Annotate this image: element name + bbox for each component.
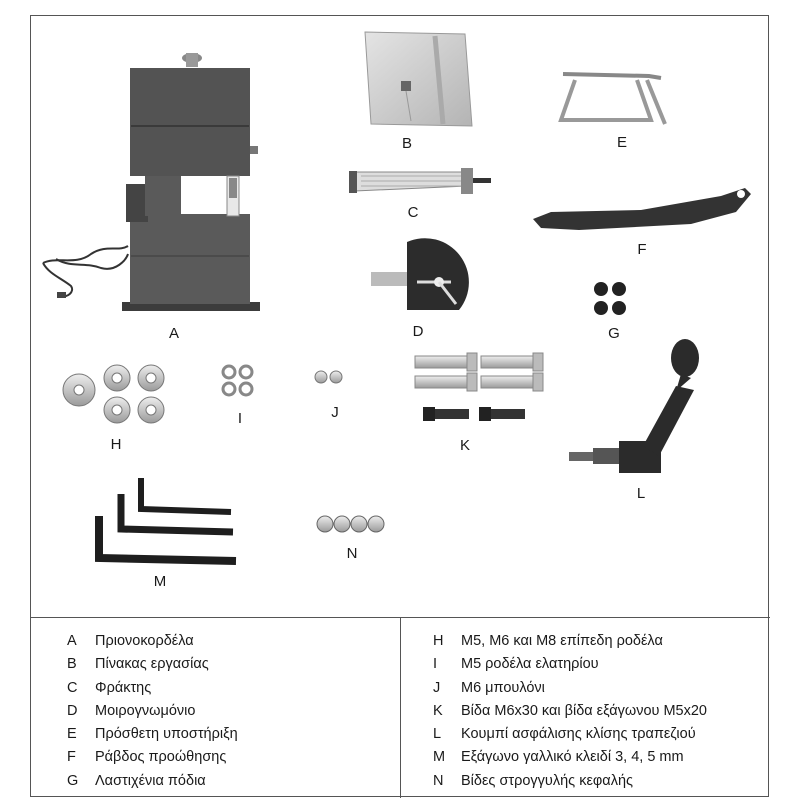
m6-bolt-parts <box>314 370 343 384</box>
label-i: I <box>237 410 243 427</box>
legend-divider <box>400 618 401 798</box>
label-d: D <box>412 323 424 340</box>
parts-illustration <box>42 31 751 565</box>
label-h: H <box>110 436 122 453</box>
parts-figure: A B C D E F G H I J K L M N <box>31 16 770 617</box>
label-l: L <box>636 485 646 502</box>
push-stick <box>533 188 751 230</box>
fence <box>349 168 491 194</box>
label-j: J <box>331 404 339 421</box>
tilt-lock-knob <box>569 339 699 473</box>
label-b: B <box>401 135 412 152</box>
rubber-feet <box>594 282 626 315</box>
work-table <box>364 31 473 127</box>
round-head-screws <box>316 515 385 533</box>
label-k: K <box>459 437 470 454</box>
band-saw <box>42 53 260 311</box>
label-c: C <box>407 204 419 221</box>
flat-washers <box>62 364 165 424</box>
label-a: A <box>168 325 179 342</box>
screws <box>414 352 544 421</box>
label-m: M <box>153 573 167 590</box>
label-e: E <box>616 134 627 151</box>
extra-support <box>558 72 667 125</box>
spring-washers <box>221 364 254 397</box>
label-f: F <box>637 241 647 258</box>
miter-gauge <box>371 238 469 310</box>
label-n: N <box>346 545 358 562</box>
label-g: G <box>608 325 620 342</box>
hex-keys <box>95 478 237 565</box>
